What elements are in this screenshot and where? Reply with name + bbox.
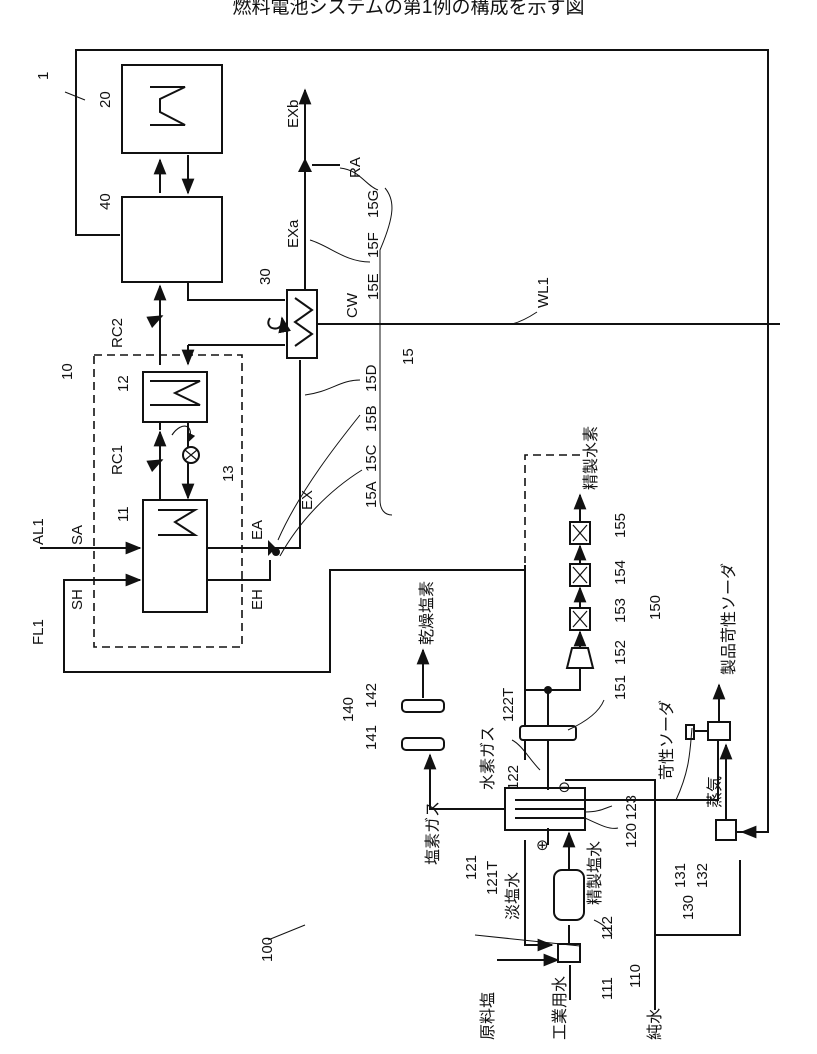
signal-EA: EA (249, 520, 266, 540)
label-chlorine-gas: 塩素ガス (424, 801, 442, 865)
condenser-30 (287, 290, 317, 358)
caustic-outlet (686, 725, 694, 739)
ref-110: 110 (627, 964, 644, 988)
ref-132: 132 (694, 863, 711, 888)
concentrator-131 (708, 722, 730, 740)
ref-122: 122 (505, 765, 522, 790)
signal-WL1: WL1 (535, 277, 552, 308)
fuel-cell-box-20 (122, 65, 222, 153)
boiler-132 (716, 820, 736, 840)
label-refined-brine: 精製塩水 (586, 841, 604, 905)
ref-153: 153 (612, 598, 629, 623)
label-product-caustic: 製品苛性ソーダ (720, 563, 738, 675)
dryer-142 (402, 700, 444, 712)
label-dry-chlorine: 乾燥塩素 (418, 581, 436, 645)
dissolver-111 (558, 944, 580, 962)
dryer-141 (402, 738, 444, 750)
ref-112: 112 (599, 916, 616, 940)
label-refined-hydrogen: 精製水素 (582, 426, 600, 490)
signal-RC1: RC1 (109, 445, 126, 475)
signal-EXa: EXa (285, 219, 302, 248)
label-pure-water: 純水 (646, 1008, 664, 1040)
ref-20: 20 (97, 91, 114, 108)
label-raw-salt: 原料塩 (479, 992, 497, 1040)
label-dilute-brine: 淡塩水 (504, 872, 522, 920)
label-caustic: 苛性ソーダ (658, 700, 676, 780)
signal-FL1: FL1 (30, 619, 47, 645)
ref-100: 100 (259, 937, 276, 962)
ref-140: 140 (340, 697, 357, 722)
signal-RA: RA (347, 157, 364, 178)
label-hydrogen-gas: 水素ガス (479, 726, 497, 790)
ref-152: 152 (612, 640, 629, 665)
ref-142: 142 (363, 683, 380, 708)
heat-exchanger-12 (143, 372, 207, 422)
unit-box-40 (122, 197, 222, 282)
ref-130: 130 (680, 895, 697, 920)
ref-123: 123 (623, 795, 640, 820)
ref-121: 121 (463, 855, 480, 880)
fuel-cell-stack-11 (143, 500, 207, 612)
ref-13: 13 (220, 465, 237, 482)
label-steam: 蒸気 (706, 776, 724, 808)
hydrogen-tank-151 (520, 726, 576, 740)
ref-120: 120 (623, 823, 640, 848)
ref-15B: 15B (363, 405, 380, 432)
refiner-112 (554, 870, 584, 920)
compressor-152 (567, 648, 593, 668)
ref-15C: 15C (363, 444, 380, 472)
ref-15A: 15A (363, 481, 380, 508)
ref-122T: 122T (500, 688, 517, 722)
ref-30: 30 (257, 268, 274, 285)
ref-154: 154 (612, 560, 629, 585)
ref-15E: 15E (365, 273, 382, 300)
ref-15: 15 (400, 348, 417, 365)
signal-EX: EX (299, 490, 316, 510)
signal-SH: SH (69, 589, 86, 610)
signal-RC2: RC2 (109, 318, 126, 348)
label-industrial-water: 工業用水 (551, 976, 569, 1040)
label-industrial-water-a: 工業用水 (551, 976, 569, 1040)
ref-1: 1 (35, 72, 52, 80)
ref-151: 151 (612, 675, 629, 700)
ref-15F: 15F (365, 232, 382, 258)
ref-155: 155 (612, 513, 629, 538)
signal-CW: CW (344, 292, 361, 318)
signal-EH: EH (249, 589, 266, 610)
symbol-plus: ⊕ (536, 837, 549, 854)
ref-150: 150 (647, 595, 664, 620)
ref-111: 111 (599, 977, 616, 1000)
ref-10: 10 (59, 363, 76, 380)
ref-11: 11 (115, 506, 132, 522)
ref-15G: 15G (365, 190, 382, 218)
ref-141: 141 (363, 725, 380, 750)
ref-15D: 15D (363, 364, 380, 392)
ref-12: 12 (115, 375, 132, 392)
ref-121T: 121T (484, 861, 501, 895)
signal-SA: SA (69, 525, 86, 545)
ref-131: 131 (672, 863, 689, 888)
signal-AL1: AL1 (30, 518, 47, 545)
signal-EXb: EXb (285, 100, 302, 128)
ref-40: 40 (97, 193, 114, 210)
symbol-minus: ⊖ (558, 779, 571, 796)
